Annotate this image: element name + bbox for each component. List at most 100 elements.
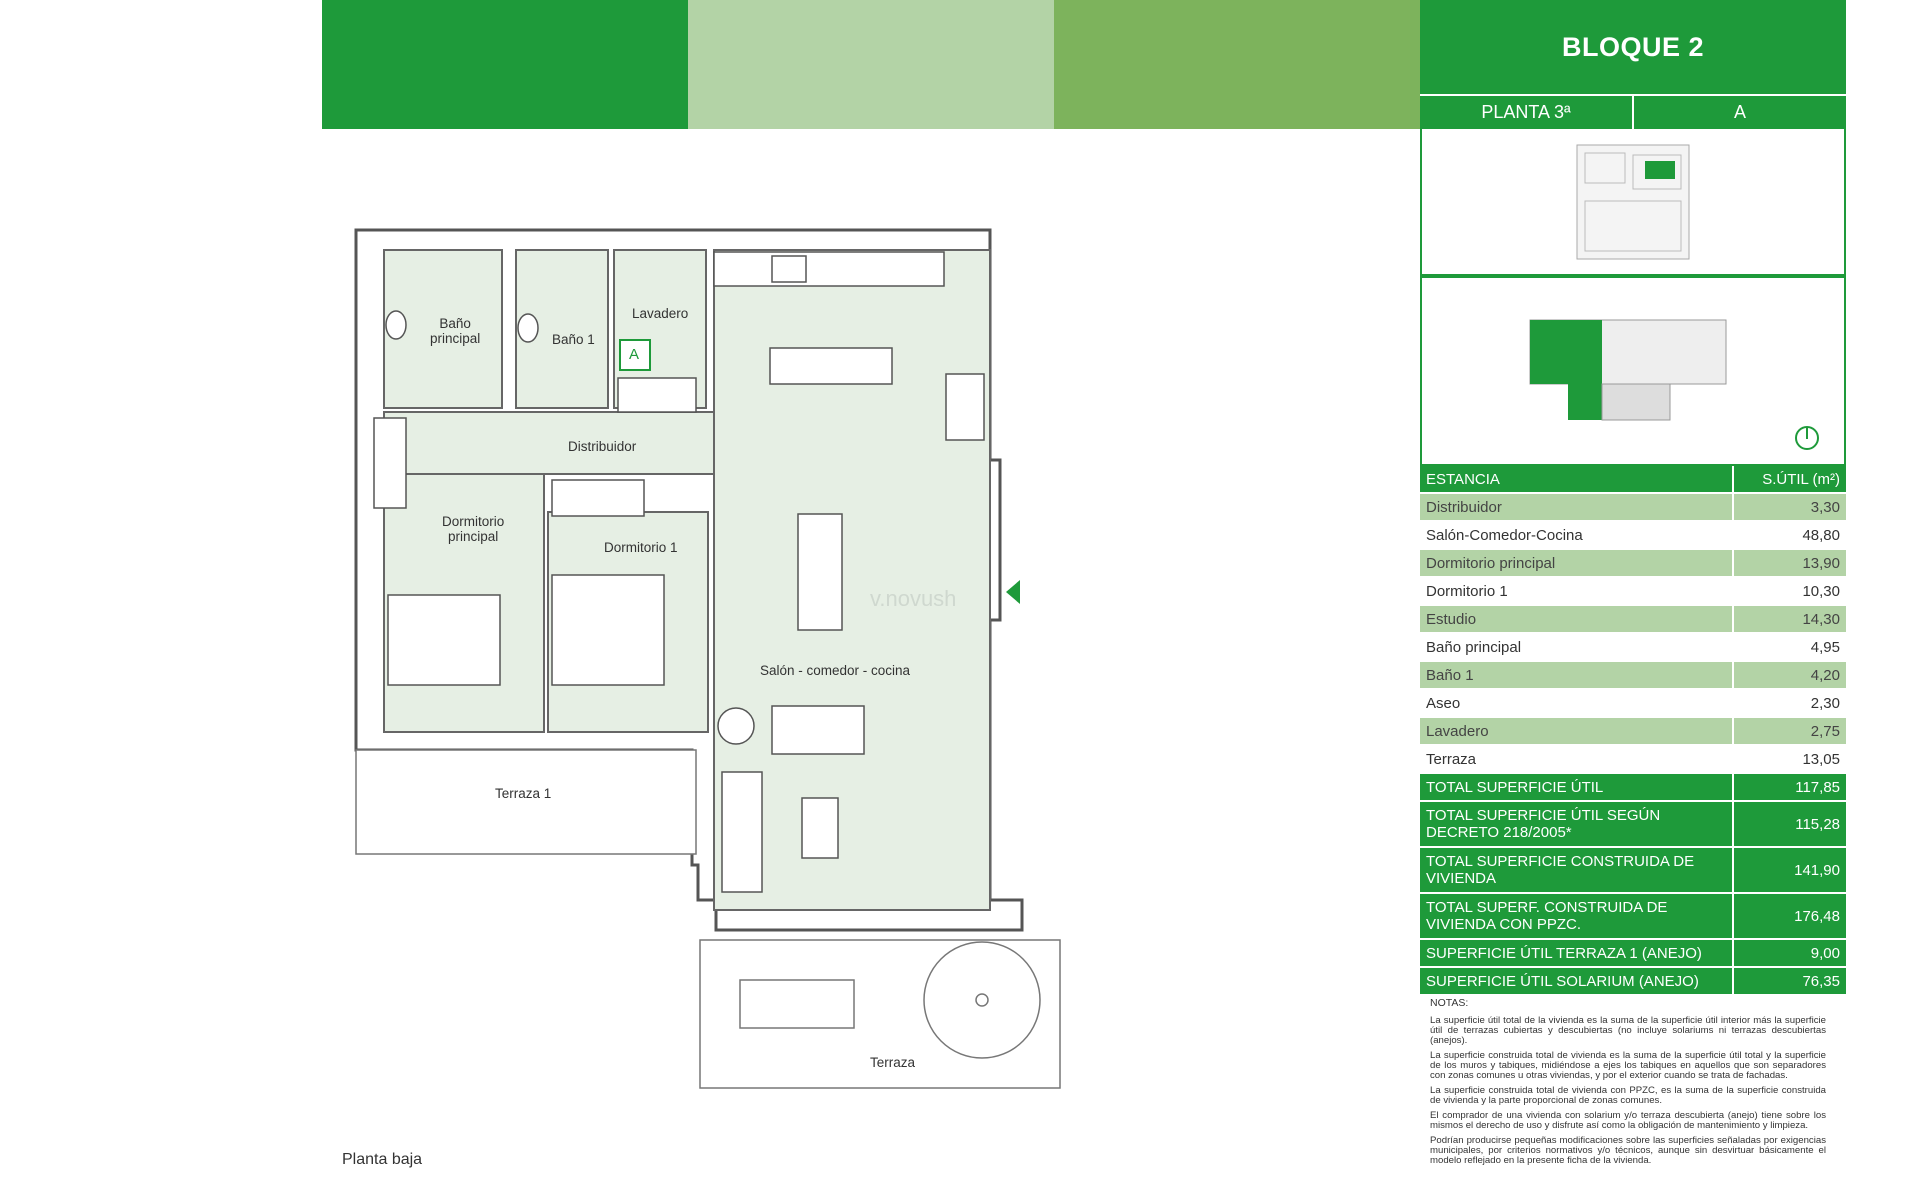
dining-table [797,513,843,631]
key-plan-icon [1529,319,1727,421]
toilet-icon [385,310,539,343]
plant [717,707,755,745]
total-name: SUPERFICIE ÚTIL TERRAZA 1 (ANEJO) [1420,939,1733,968]
total-value: 115,28 [1732,801,1846,848]
unit-marker-label: A [629,346,640,363]
row-value: 48,80 [1732,521,1846,550]
row-value: 2,75 [1732,717,1846,746]
row-value: 3,30 [1732,493,1846,522]
site-thumbnail [1420,129,1846,276]
kitchen-hob-icon [771,255,807,283]
row-name: Dormitorio 1 [1420,577,1733,606]
row-name: Baño 1 [1420,661,1733,690]
total-value: 176,48 [1732,893,1846,940]
terrace-table [739,979,855,1029]
row-value: 10,30 [1732,577,1846,606]
total-name: TOTAL SUPERFICIE CONSTRUIDA DE VIVIENDA [1420,847,1733,894]
total-row: TOTAL SUPERFICIE ÚTIL SEGÚN DECRETO 218/… [1420,801,1846,848]
row-name: Dormitorio principal [1420,549,1733,578]
row-value: 4,95 [1732,633,1846,662]
kitchen-counter [713,251,945,287]
terraza [699,939,1061,1089]
table-header: ESTANCIA S.ÚTIL (m²) [1420,466,1846,494]
note-paragraph: Podrían producirse pequeñas modificacion… [1430,1135,1826,1166]
row-value: 14,30 [1732,605,1846,634]
site-plan-icon [1576,144,1690,259]
row-value: 4,20 [1732,661,1846,690]
floor-unit-row: PLANTA 3ª A [1420,94,1846,129]
note-paragraph: La superficie construida total de vivien… [1430,1050,1826,1081]
row-value: 13,90 [1732,549,1846,578]
row-value: 2,30 [1732,689,1846,718]
header-band-light [688,0,1054,129]
block-title: BLOQUE 2 [1420,0,1846,94]
notes: NOTAS: La superficie útil total de la vi… [1430,998,1826,1171]
row-name: Distribuidor [1420,493,1733,522]
sofa [771,705,865,755]
total-row: SUPERFICIE ÚTIL TERRAZA 1 (ANEJO)9,00 [1420,939,1846,968]
total-name: SUPERFICIE ÚTIL SOLARIUM (ANEJO) [1420,967,1733,996]
note-paragraph: El comprador de una vivienda con solariu… [1430,1110,1826,1131]
room-label-lavadero: Lavadero [632,306,689,321]
row-name: Baño principal [1420,633,1733,662]
terraza-1 [355,749,697,855]
floor-plan [354,228,1061,1089]
row-name: Estudio [1420,605,1733,634]
total-value: 76,35 [1732,967,1846,996]
north-arrow-icon [1795,426,1819,450]
room-label-distribuidor: Distribuidor [568,439,637,454]
total-name: TOTAL SUPERF. CONSTRUIDA DE VIVIENDA CON… [1420,893,1733,940]
total-value: 117,85 [1732,773,1846,802]
total-row: TOTAL SUPERF. CONSTRUIDA DE VIVIENDA CON… [1420,893,1846,940]
total-name: TOTAL SUPERFICIE ÚTIL SEGÚN DECRETO 218/… [1420,801,1733,848]
info-panel: BLOQUE 2 PLANTA 3ª A ESTANCIA S.ÚTIL (m²… [1420,0,1846,996]
sofa-side [721,771,763,893]
coffee-table [801,797,839,859]
row-name: Salón-Comedor-Cocina [1420,521,1733,550]
row-name: Aseo [1420,689,1733,718]
key-plan [1420,276,1846,466]
room-label-dormitorio-principal: Dormitorio principal [442,514,505,544]
room-label-bano-principal: Baño principal [430,316,481,346]
room-fills [383,249,991,911]
room-label-terraza: Terraza [870,1055,916,1070]
room-label-bano-1: Baño 1 [552,332,595,347]
watermark: v.novush [870,586,957,611]
entry-marker [1006,580,1020,604]
floor-label: PLANTA 3ª [1420,96,1634,129]
header-band-mid [1054,0,1420,129]
notes-heading: NOTAS: [1430,997,1469,1009]
unit-marker [619,339,651,371]
kitchen-island [769,347,893,385]
header-sutil: S.ÚTIL (m²) [1732,466,1846,494]
row-value: 13,05 [1732,745,1846,774]
row-name: Terraza [1420,745,1733,774]
total-value: 9,00 [1732,939,1846,968]
plan-caption: Planta baja [342,1151,423,1168]
unit-label: A [1733,102,1746,122]
bed-icon [387,574,665,686]
row-name: Lavadero [1420,717,1733,746]
stair-marks [373,373,985,517]
room-label-salon: Salón - comedor - cocina [760,663,911,678]
total-value: 141,90 [1732,847,1846,894]
note-paragraph: La superficie construida total de vivien… [1430,1085,1826,1106]
total-name: TOTAL SUPERFICIE ÚTIL [1420,773,1733,802]
header-estancia: ESTANCIA [1420,466,1733,494]
total-row: SUPERFICIE ÚTIL SOLARIUM (ANEJO)76,35 [1420,967,1846,996]
room-label-dormitorio-1: Dormitorio 1 [604,540,678,555]
header-band-green [322,0,688,129]
